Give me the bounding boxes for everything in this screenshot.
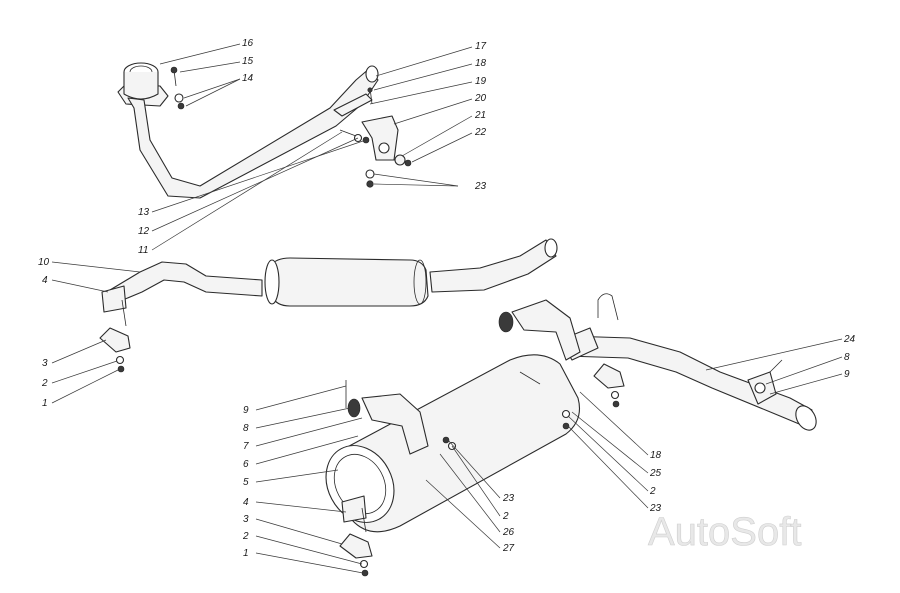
bracket-18	[511, 299, 581, 361]
callout-2-bc: 2	[502, 511, 509, 522]
washer-2-lower	[359, 559, 369, 569]
callout-12: 12	[138, 226, 150, 237]
callout-17: 17	[475, 41, 487, 52]
washer-right	[610, 390, 620, 400]
nut-14b	[177, 102, 185, 110]
callout-24: 24	[843, 334, 856, 345]
callout-23: 23	[474, 181, 487, 192]
nut-23b	[366, 180, 374, 188]
resonator-rear-cap	[413, 259, 427, 305]
callout-6-bl: 6	[243, 459, 249, 470]
tail-pipe-assembly	[565, 293, 817, 431]
callout-labels: 16 15 14 17 18 19 20 21 22 23 13 12 11 1…	[38, 38, 856, 559]
callout-9-bl: 9	[243, 405, 249, 416]
callout-25-br: 25	[649, 468, 662, 479]
resonator-front-cap	[264, 259, 280, 305]
callout-3-bl: 3	[243, 514, 249, 525]
callout-11: 11	[138, 245, 148, 256]
hanger-9-rod	[769, 359, 783, 373]
callout-2-mid: 2	[41, 378, 48, 389]
callout-2-bl: 2	[242, 531, 249, 542]
nut-22	[404, 159, 412, 167]
nut-23-center	[442, 436, 450, 444]
callout-22: 22	[474, 127, 487, 138]
callout-18: 18	[475, 58, 487, 69]
callout-19: 19	[475, 76, 487, 87]
leader-lines	[51, 43, 843, 574]
bolt-11	[339, 129, 357, 137]
callout-14: 14	[242, 73, 254, 84]
saddle-right	[593, 363, 625, 389]
bolt-15-head	[170, 66, 178, 74]
bolt-18-head	[367, 87, 373, 93]
cushion-21	[394, 154, 406, 166]
callout-10: 10	[38, 257, 50, 268]
washer-2	[115, 355, 125, 365]
bracket-20-hole	[378, 142, 390, 154]
intermediate-pipe-assembly	[99, 238, 558, 373]
cushion-8	[347, 398, 361, 418]
callout-3-mid: 3	[42, 358, 48, 369]
main-muffler-assembly	[325, 299, 599, 577]
intermediate-pipe-front	[109, 261, 263, 303]
clamp-4-lower-bolt	[361, 507, 367, 533]
muffler-front-cap-inner	[333, 454, 387, 514]
front-pipe-assembly	[117, 62, 412, 199]
muffler-seam	[519, 371, 541, 385]
callout-4-mid: 4	[42, 275, 48, 286]
callout-4-bl: 4	[243, 497, 249, 508]
intermediate-pipe-rear	[429, 239, 557, 293]
callout-23-br: 23	[649, 503, 662, 514]
callout-7-bl: 7	[243, 441, 249, 452]
callout-8-bl: 8	[243, 423, 249, 434]
callout-5-bl: 5	[243, 477, 249, 488]
u-bolt	[597, 293, 619, 321]
callout-1-mid: 1	[42, 398, 48, 409]
clamp-4-bolt	[121, 299, 127, 327]
callout-9-right: 9	[844, 369, 850, 380]
main-muffler-body	[337, 354, 581, 533]
callout-20: 20	[474, 93, 487, 104]
nut-1	[117, 365, 125, 373]
bracket-7	[361, 393, 429, 455]
nut-23-right	[562, 422, 570, 430]
flange-collar	[123, 72, 159, 100]
front-pipe-end	[365, 65, 379, 83]
washer-23a	[365, 169, 375, 179]
callout-2-br: 2	[649, 486, 656, 497]
washer-14a	[174, 93, 184, 103]
resonator	[269, 257, 429, 307]
saddle-3-lower	[339, 533, 373, 559]
intermediate-pipe-end	[544, 238, 558, 258]
callout-16: 16	[242, 38, 254, 49]
callout-18-br: 18	[650, 450, 662, 461]
callout-15: 15	[242, 56, 254, 67]
watermark: AutoSoft	[648, 510, 801, 554]
bracket-19	[333, 93, 373, 117]
callout-21: 21	[474, 110, 486, 121]
callout-8-right: 8	[844, 352, 850, 363]
callout-27-bc: 27	[502, 543, 515, 554]
callout-1-bl: 1	[243, 548, 249, 559]
clamp-4-lower	[341, 495, 367, 523]
tail-pipe-end	[795, 405, 817, 431]
callout-13: 13	[138, 207, 150, 218]
saddle-3	[99, 327, 131, 353]
nut-right	[612, 400, 620, 408]
clamp-4	[101, 285, 127, 313]
cushion-right	[498, 311, 514, 333]
washer-2-right	[561, 409, 571, 419]
callout-26-bc: 26	[502, 527, 515, 538]
hanger-8-ring	[754, 382, 766, 394]
callout-23-bc: 23	[502, 493, 515, 504]
